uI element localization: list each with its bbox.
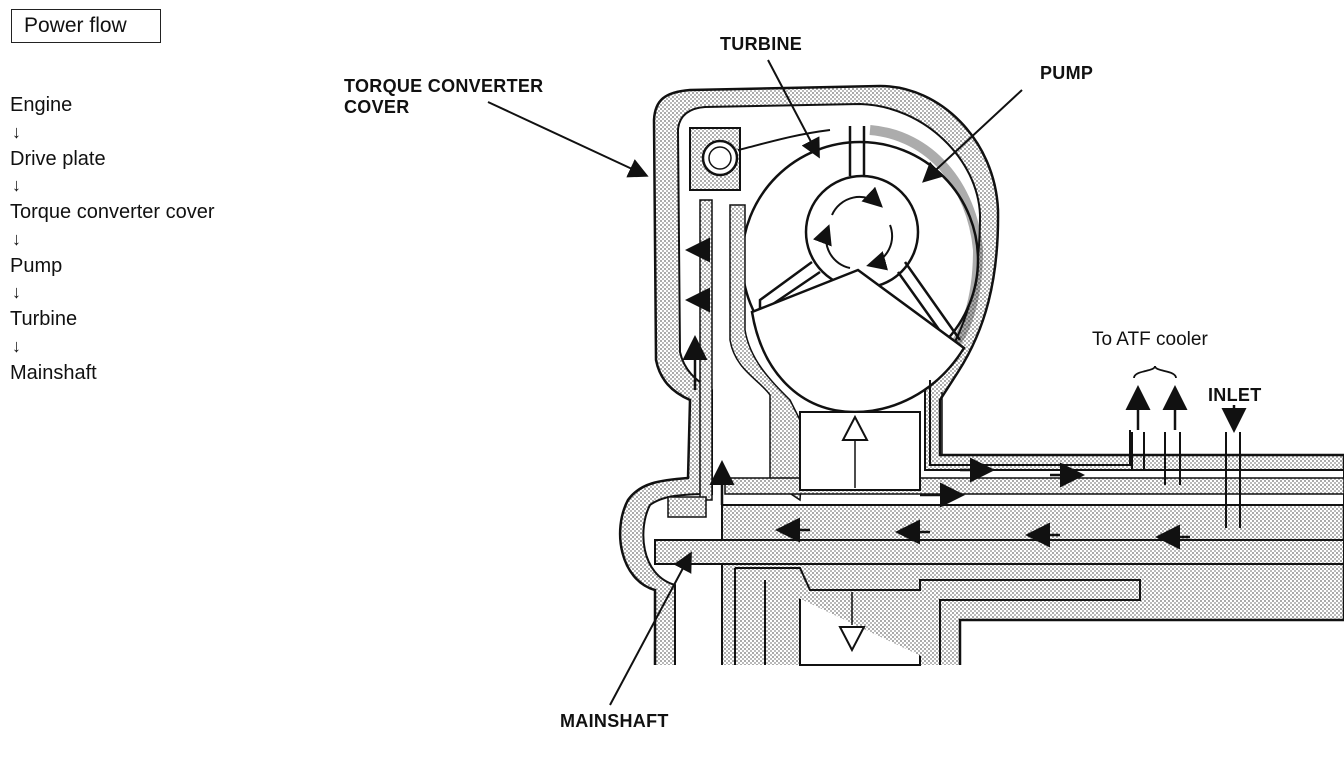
flow-arrow-icon: ↓: [12, 228, 21, 249]
flow-arrow-icon: ↓: [12, 335, 21, 356]
flow-step-mainshaft: Mainshaft: [10, 361, 97, 384]
lockup-piston: [689, 127, 831, 191]
flow-step-torque-converter-cover: Torque converter cover: [10, 201, 215, 223]
atf-cooler-label: To ATF cooler: [1092, 329, 1208, 350]
down-triangle-icon: [838, 626, 866, 653]
atf-bracket: [1133, 365, 1177, 379]
power-flow-title: Power flow: [11, 9, 161, 43]
flow-arrows: [682, 237, 1247, 625]
torus: [740, 125, 984, 414]
cover-label-line2: COVER: [344, 97, 410, 117]
flow-step-pump: Pump: [10, 254, 63, 277]
turbine-label: TURBINE: [720, 34, 803, 54]
cover-label-line1: TORQUE CONVERTER: [344, 76, 544, 96]
flow-step-turbine: Turbine: [10, 308, 78, 330]
power-flow-list: Engine ↓ Drive plate ↓ Torque converter …: [10, 92, 215, 386]
flow-arrow-icon: ↓: [12, 175, 21, 195]
inlet-label: INLET: [1208, 385, 1262, 405]
up-triangle-icon: [841, 414, 869, 441]
leader-lines: [487, 59, 1023, 706]
mainshaft-label: MAINSHAFT: [560, 711, 669, 731]
flow-step-engine: Engine: [10, 94, 73, 116]
fluid-passages: [654, 199, 1344, 666]
pump-label: PUMP: [1040, 63, 1094, 83]
flow-step-drive-plate: Drive plate: [10, 147, 106, 170]
flow-arrow-icon: ↓: [12, 121, 21, 142]
flow-arrow-icon: ↓: [12, 282, 21, 302]
